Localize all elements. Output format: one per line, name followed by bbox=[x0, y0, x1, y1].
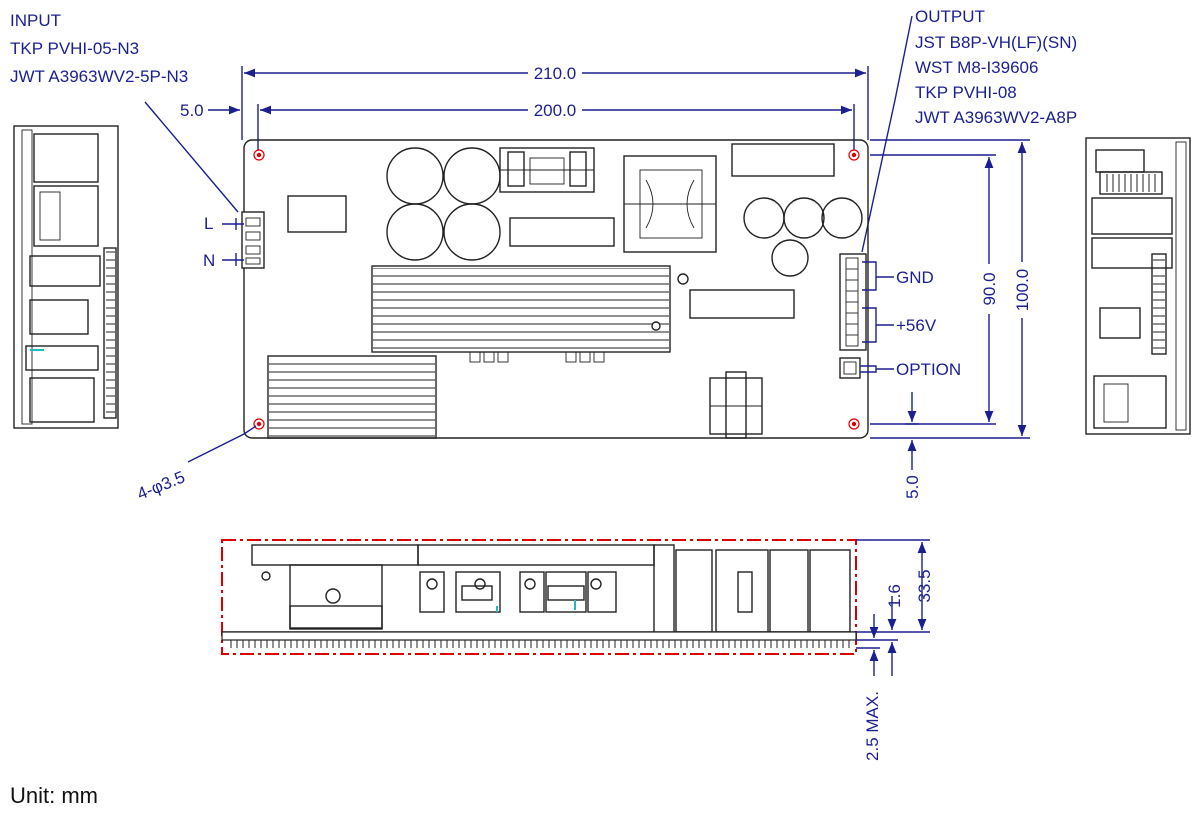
right-dimensions: 90.0 100.0 5.0 bbox=[870, 139, 1032, 499]
pin-label-option: OPTION bbox=[896, 360, 961, 379]
common-mode-choke bbox=[499, 147, 595, 193]
mounting-hole bbox=[253, 418, 265, 430]
output-label-block: OUTPUT JST B8P-VH(LF)(SN) WST M8-I39606 … bbox=[861, 7, 1077, 253]
pin-label-N: N bbox=[203, 251, 215, 270]
mounting-hole bbox=[848, 149, 860, 161]
input-title: INPUT bbox=[10, 11, 61, 30]
pcb-outline bbox=[243, 139, 869, 439]
pin-label-56v: +56V bbox=[896, 316, 937, 335]
dim-pcb-thickness: 1.6 bbox=[885, 584, 904, 608]
input-connector: L N bbox=[203, 211, 265, 270]
transformer bbox=[623, 155, 717, 253]
right-side-view bbox=[1085, 137, 1191, 435]
input-connector-2: JWT A3963WV2-5P-N3 bbox=[10, 67, 188, 86]
dim-lead-protrusion: 2.5 MAX. bbox=[863, 691, 882, 761]
dim-hole-offset-x: 5.0 bbox=[180, 101, 204, 120]
dim-holes: 4-φ3.5 bbox=[134, 467, 187, 503]
top-view-board: L N bbox=[203, 139, 961, 439]
mounting-hole bbox=[253, 149, 265, 161]
dim-hole-pitch-x: 200.0 bbox=[534, 101, 577, 120]
bulk-capacitors bbox=[386, 147, 501, 261]
small-components bbox=[469, 351, 605, 363]
input-connector-1: TKP PVHI-05-N3 bbox=[10, 39, 139, 58]
film-capacitor-output bbox=[689, 289, 795, 319]
output-connector-4: JWT A3963WV2-A8P bbox=[915, 108, 1077, 127]
relay bbox=[287, 195, 347, 233]
output-connector-3: TKP PVHI-08 bbox=[915, 83, 1017, 102]
output-inductor bbox=[709, 371, 763, 439]
dim-height: 33.5 bbox=[915, 569, 934, 602]
front-side-view bbox=[221, 539, 857, 655]
output-capacitors bbox=[743, 197, 863, 277]
output-title: OUTPUT bbox=[915, 7, 985, 26]
pin-label-L: L bbox=[204, 214, 213, 233]
input-leader-line bbox=[144, 101, 239, 213]
output-connector-1: JST B8P-VH(LF)(SN) bbox=[915, 33, 1077, 52]
main-heatsink bbox=[371, 265, 671, 353]
dim-overall-width: 100.0 bbox=[1013, 269, 1032, 312]
side-view-border bbox=[221, 539, 857, 655]
power-transistors bbox=[419, 571, 617, 613]
top-dimensions: 210.0 200.0 5.0 bbox=[180, 63, 869, 150]
option-connector: OPTION bbox=[839, 357, 961, 379]
input-label-block: INPUT TKP PVHI-05-N3 JWT A3963WV2-5P-N3 bbox=[10, 11, 239, 213]
film-capacitor bbox=[509, 217, 615, 247]
dim-hole-offset-y: 5.0 bbox=[903, 475, 922, 499]
output-connector-2: WST M8-I39606 bbox=[915, 58, 1038, 77]
secondary-heatsink bbox=[267, 355, 437, 439]
mounting-hole bbox=[848, 418, 860, 430]
output-capacitor-bank bbox=[731, 143, 835, 177]
left-side-view bbox=[13, 125, 119, 429]
output-connector: GND +56V bbox=[839, 253, 937, 351]
dim-overall-length: 210.0 bbox=[534, 64, 577, 83]
output-leader-line bbox=[861, 15, 913, 253]
side-view-dimensions: 33.5 1.6 2.5 MAX. bbox=[856, 539, 934, 761]
hole-callout: 4-φ3.5 bbox=[134, 425, 257, 504]
pin-label-gnd: GND bbox=[896, 268, 934, 287]
dim-hole-pitch-y: 90.0 bbox=[980, 272, 999, 305]
test-point bbox=[677, 273, 689, 285]
unit-note: Unit: mm bbox=[10, 783, 98, 808]
